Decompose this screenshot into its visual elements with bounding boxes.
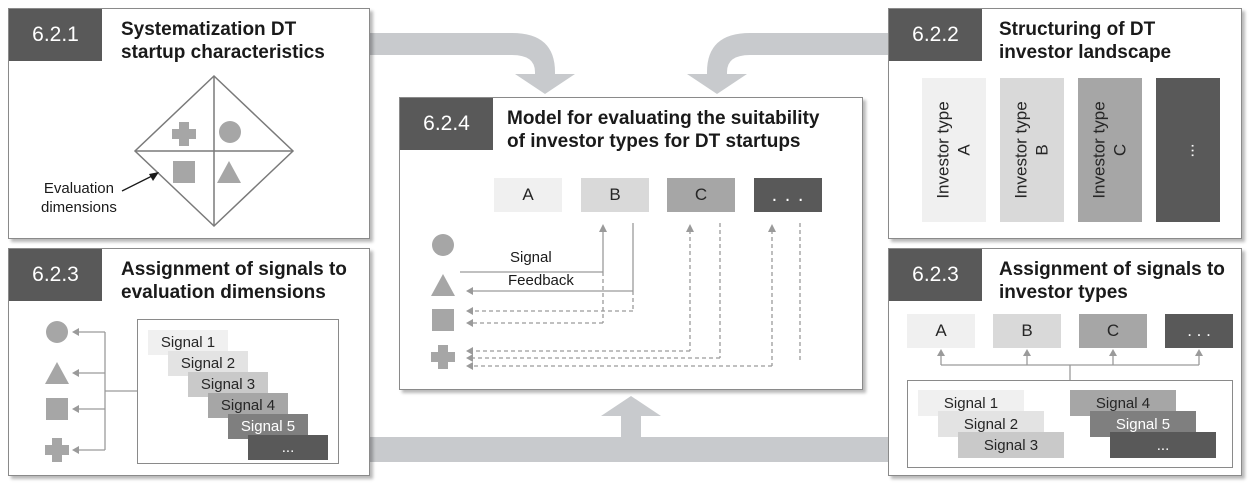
investor-connectors [937, 349, 1203, 380]
panel-signals-to-dimensions: 6.2.3 Assignment of signals to evaluatio… [8, 248, 370, 476]
panel-systematization: 6.2.1 Systematization DT startup charact… [8, 8, 370, 239]
panel-title: Assignment of signals to evaluation dime… [121, 258, 347, 304]
section-number: 6.2.3 [9, 249, 102, 301]
investor-box-b: B [581, 178, 649, 212]
title-line-2: investor landscape [999, 42, 1172, 63]
investor-type-a: Investor type A [922, 78, 986, 222]
investor-box-a: A [494, 178, 562, 212]
cross-shape [172, 122, 196, 146]
title-line-1: Model for evaluating the suitability [507, 108, 820, 129]
panel-title: Model for evaluating the suitability of … [507, 107, 819, 153]
square-shape [432, 309, 454, 331]
title-line-1: Systematization DT [121, 19, 297, 40]
signal-2: Signal 2 [938, 411, 1044, 437]
panel-title: Assignment of signals to investor types [999, 258, 1225, 304]
panel-investor-landscape: 6.2.2 Structuring of DT investor landsca… [888, 8, 1242, 239]
signal-2: Signal 2 [168, 351, 248, 376]
signal-1: Signal 1 [148, 330, 228, 355]
cross-shape [431, 345, 455, 369]
investor-box-more: . . . [754, 178, 822, 212]
section-number: 6.2.4 [400, 98, 493, 150]
panel-evaluation-model: 6.2.4 Model for evaluating the suitabili… [399, 97, 863, 390]
signal-list-box: Signal 1 Signal 2 Signal 3 Signal 4 Sign… [137, 319, 339, 464]
title-line-1: Assignment of signals to [121, 259, 347, 280]
signal-3: Signal 3 [958, 432, 1064, 458]
investor-box-a: A [907, 314, 975, 348]
investor-box-b: B [993, 314, 1061, 348]
cross-shape [45, 438, 69, 462]
square-shape [46, 398, 68, 420]
signal-list-box: Signal 1 Signal 2 Signal 3 Signal 4 Sign… [907, 380, 1233, 468]
investor-type-c: Investor type C [1078, 78, 1142, 222]
signal-4: Signal 4 [208, 393, 288, 418]
investor-box-c: C [1079, 314, 1147, 348]
triangle-shape [431, 274, 455, 296]
circle-shape [46, 321, 68, 343]
signal-label: Signal [510, 249, 552, 266]
title-line-2: startup characteristics [121, 42, 325, 63]
title-line-2: of investor types for DT startups [507, 131, 801, 152]
circle-shape [219, 121, 241, 143]
circle-shape [432, 234, 454, 256]
arrow-623-to-624 [370, 437, 892, 462]
investor-type-b: Investor type B [1000, 78, 1064, 222]
title-line-2: evaluation dimensions [121, 282, 326, 303]
feedback-label: Feedback [508, 272, 574, 289]
section-number: 6.2.1 [9, 9, 102, 61]
panel-title: Systematization DT startup characteristi… [121, 18, 325, 64]
title-line-1: Structuring of DT [999, 19, 1156, 40]
dimension-diamond [121, 74, 295, 228]
signal-more: ... [1110, 432, 1216, 458]
investor-type-more: ... [1156, 78, 1220, 222]
section-number: 6.2.3 [889, 249, 982, 301]
triangle-shape [45, 362, 69, 384]
square-shape [173, 161, 195, 183]
arrow-622-to-624 [687, 33, 892, 94]
triangle-shape [217, 161, 241, 183]
panel-signals-to-investor-types: 6.2.3 Assignment of signals to investor … [888, 248, 1242, 476]
evaluation-label: Evaluation dimensions [41, 180, 117, 216]
signal-more: ... [248, 435, 328, 460]
signal-3: Signal 3 [188, 372, 268, 397]
arrow-621-to-624 [370, 33, 575, 94]
investor-box-c: C [667, 178, 735, 212]
title-line-2: investor types [999, 282, 1128, 303]
title-line-1: Assignment of signals to [999, 259, 1225, 280]
section-number: 6.2.2 [889, 9, 982, 61]
signal-5: Signal 5 [228, 414, 308, 439]
signal-feedback-flow [431, 223, 801, 370]
dimension-connectors [45, 321, 137, 462]
panel-title: Structuring of DT investor landscape [999, 18, 1171, 64]
evaluation-pointer [121, 174, 155, 192]
investor-box-more: . . . [1165, 314, 1233, 348]
